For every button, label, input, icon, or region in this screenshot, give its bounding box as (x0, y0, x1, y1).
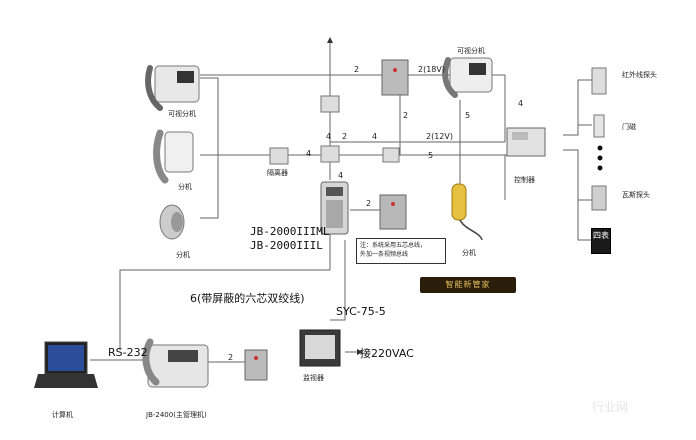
label-video-extension-left: 可视分机 (168, 110, 196, 118)
note-line-2: 外加一条视频总线 (360, 251, 409, 258)
monitor-icon (299, 329, 341, 367)
label-handset-right: 分机 (462, 249, 476, 257)
label-gas-detector: 瓦斯探头 (622, 191, 650, 199)
power-supply-panel-icon (379, 194, 407, 230)
ir-detector-line (563, 79, 592, 136)
video-extension-top-left-icon (145, 65, 200, 111)
label-master: JB-2400(主管理机) (146, 411, 207, 419)
wire-count-panel-branch: 2 (366, 199, 372, 208)
model-line-1: JB-2000IIIML (250, 225, 330, 238)
junction-box-right-icon (382, 147, 400, 163)
wire-count-center-trunk: 4 (372, 132, 378, 141)
ir-detector-icon (591, 67, 607, 95)
wire-count-right-handset: 5 (465, 111, 471, 120)
left-extension-bus (200, 77, 219, 219)
label-isolator: 隔离器 (267, 169, 288, 177)
isolator-icon (269, 147, 289, 165)
wire-count-left-trunk: 4 (326, 132, 332, 141)
video-extension-top-right-icon (442, 57, 493, 98)
computer-icon (34, 341, 98, 388)
door-panel-icon (320, 181, 349, 235)
power-supply-top-icon (381, 59, 409, 96)
alarm-tile-line (577, 200, 592, 241)
label-door-magnet: 门磁 (622, 123, 636, 131)
wire-count-master-branch: 2 (228, 353, 234, 362)
label-computer: 计算机 (52, 411, 73, 419)
wire-count-right-vertical: 4 (518, 99, 524, 108)
dots-icon (597, 145, 603, 171)
system-note: 注：系统采用五芯总线， 外加一条视频总线 (356, 238, 446, 264)
junction-box-mid-icon (320, 145, 340, 163)
watermark: 行业网 (592, 400, 629, 414)
label-extension-bottom-left: 分机 (176, 251, 190, 259)
label-monitor: 监视器 (303, 374, 324, 382)
wire-count-ctrl-5: 5 (428, 151, 434, 160)
controller-icon (506, 127, 546, 157)
wire-count-top-main: 2 (354, 65, 360, 74)
wire-count-bus-lower: 4 (306, 149, 312, 158)
wire-count-panel-top: 4 (338, 171, 344, 180)
label-controller: 控制器 (514, 176, 535, 184)
label-video-extension-right: 可视分机 (457, 47, 485, 55)
brand-logo: 智能新管家 (420, 277, 516, 293)
coax-line (330, 240, 346, 321)
label-six-core-cable: 6(带屏蔽的六芯双绞线) (190, 292, 305, 305)
wire-count-mid-vertical: 2 (403, 111, 409, 120)
label-rs232: RS-232 (108, 346, 148, 359)
wire-count-center-branch: 2 (342, 132, 348, 141)
label-ir-detector: 红外线探头 (622, 71, 657, 79)
label-power: 接220VAC (360, 347, 414, 360)
note-line-1: 注：系统采用五芯总线， (360, 242, 427, 249)
wire-count-ctrl-12v: 2(12V) (426, 132, 453, 141)
extension-speaker-icon (159, 204, 185, 240)
master-console-icon (142, 338, 209, 388)
extension-handset-left-icon (153, 129, 194, 184)
label-extension-left: 分机 (178, 183, 192, 191)
model-line-2: JB-2000IIIL (250, 239, 323, 252)
alarm-tile: 四表 (591, 228, 611, 254)
wire-count-top-right: 2(18V) (418, 65, 445, 74)
door-magnet-icon (593, 114, 605, 138)
handset-yellow-icon (451, 183, 483, 241)
gas-detector-line (563, 149, 592, 201)
door-magnet-line (577, 124, 592, 135)
junction-box-top-icon (320, 95, 340, 113)
power-supply-master-icon (244, 349, 268, 381)
gas-detector-icon (591, 185, 607, 211)
label-coax-cable: SYC-75-5 (336, 305, 386, 318)
devices (34, 57, 607, 388)
six-core-cable (119, 269, 330, 350)
